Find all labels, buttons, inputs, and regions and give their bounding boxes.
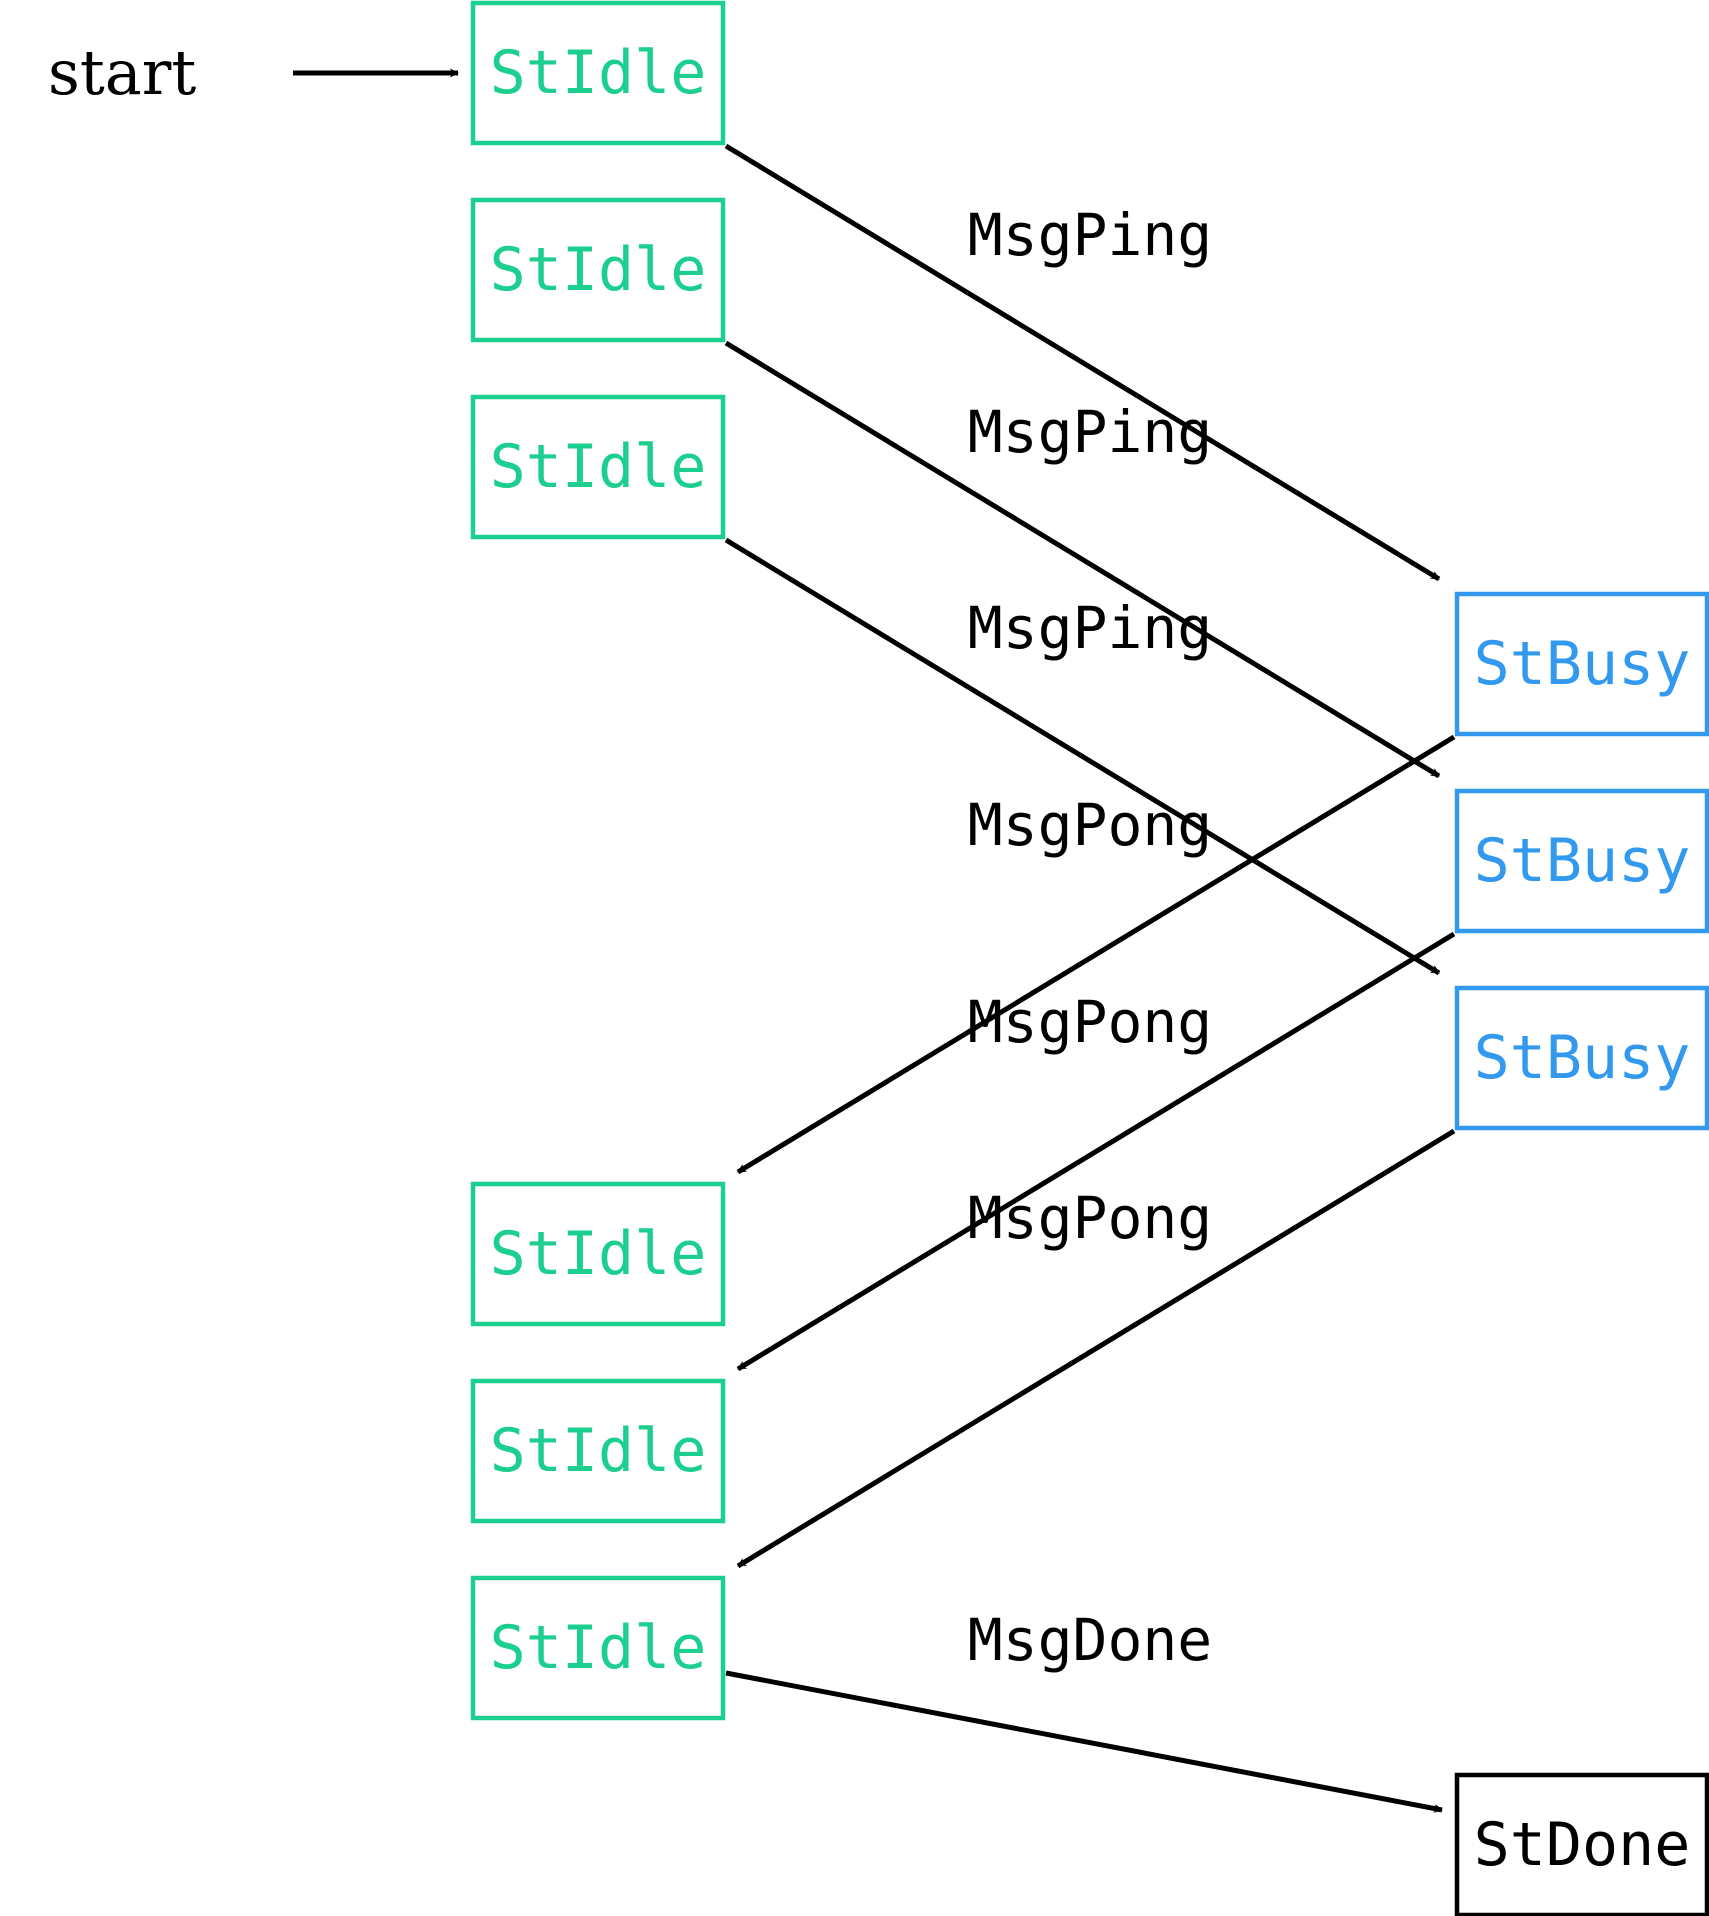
state-box — [470, 1181, 726, 1327]
state-node-idle-4: StIdle — [470, 1181, 726, 1327]
transition-label: MsgPing — [968, 594, 1212, 662]
state-label: StIdle — [490, 432, 707, 502]
transition-label: MsgPong — [968, 988, 1212, 1056]
transition-label: MsgPong — [968, 791, 1212, 859]
transition-arrow — [724, 537, 1441, 976]
transition-arrow — [736, 1128, 1456, 1569]
state-box — [470, 394, 726, 540]
transition-label: MsgPing — [968, 201, 1212, 269]
start-label: start — [48, 36, 196, 109]
state-node-idle-6: StIdle — [470, 1575, 726, 1721]
transition-arrow — [724, 340, 1441, 779]
state-box — [1454, 1772, 1709, 1916]
transitions-layer: MsgPingMsgPingMsgPingMsgPongMsgPongMsgPo… — [724, 143, 1456, 1813]
state-box — [470, 1575, 726, 1721]
state-label: StIdle — [490, 235, 707, 305]
state-box — [470, 1378, 726, 1524]
state-box — [1454, 591, 1709, 737]
state-label: StBusy — [1474, 629, 1691, 699]
transition-label: MsgPing — [968, 398, 1212, 466]
transition-arrow — [736, 931, 1456, 1372]
state-label: StBusy — [1474, 826, 1691, 896]
state-label: StIdle — [490, 1219, 707, 1289]
state-node-busy-1: StBusy — [1454, 591, 1709, 737]
state-label: StBusy — [1474, 1023, 1691, 1093]
state-node-done-1: StDone — [1454, 1772, 1709, 1916]
state-node-idle-1: StIdle — [470, 0, 726, 146]
transition-arrow — [736, 734, 1456, 1175]
state-box — [470, 197, 726, 343]
state-box — [1454, 788, 1709, 934]
transition-arrow — [724, 143, 1441, 582]
state-label: StIdle — [490, 38, 707, 108]
states-layer: StIdleStIdleStIdleStBusyStBusyStBusyStId… — [470, 0, 1709, 1916]
state-node-busy-2: StBusy — [1454, 788, 1709, 934]
state-label: StIdle — [490, 1416, 707, 1486]
transition-label: MsgDone — [968, 1606, 1212, 1674]
state-node-busy-3: StBusy — [1454, 985, 1709, 1131]
state-box — [1454, 985, 1709, 1131]
state-node-idle-2: StIdle — [470, 197, 726, 343]
transition-arrow — [725, 1670, 1443, 1813]
state-node-idle-3: StIdle — [470, 394, 726, 540]
transition-label: MsgPong — [968, 1184, 1212, 1252]
state-label: StIdle — [490, 1613, 707, 1683]
state-node-idle-5: StIdle — [470, 1378, 726, 1524]
state-box — [470, 0, 726, 146]
state-label: StDone — [1474, 1810, 1691, 1880]
